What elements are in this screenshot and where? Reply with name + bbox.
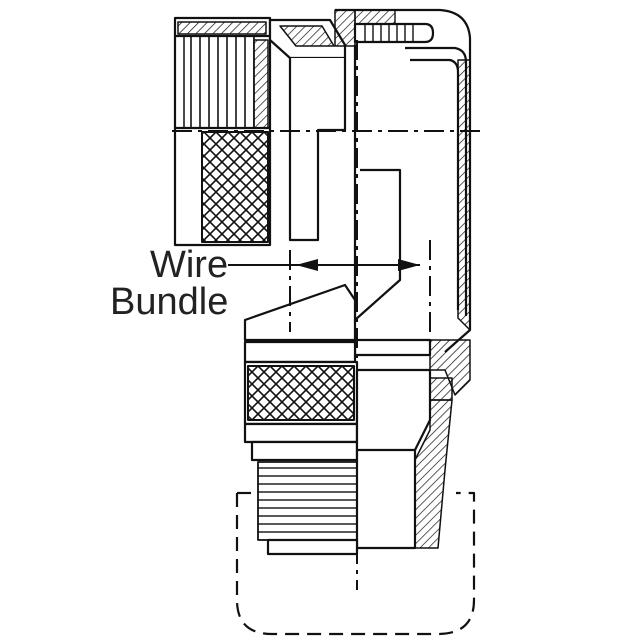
wire-label: Wire xyxy=(150,244,229,286)
threaded-section xyxy=(257,461,359,556)
wire-bundle-dimension xyxy=(228,259,420,271)
bundle-label: Bundle xyxy=(110,281,229,323)
center-lines xyxy=(172,40,480,590)
elbow-body xyxy=(243,8,472,401)
lower-knurled-ring xyxy=(243,340,359,462)
dashed-clamp-outline xyxy=(235,491,476,636)
backshell xyxy=(355,368,453,550)
